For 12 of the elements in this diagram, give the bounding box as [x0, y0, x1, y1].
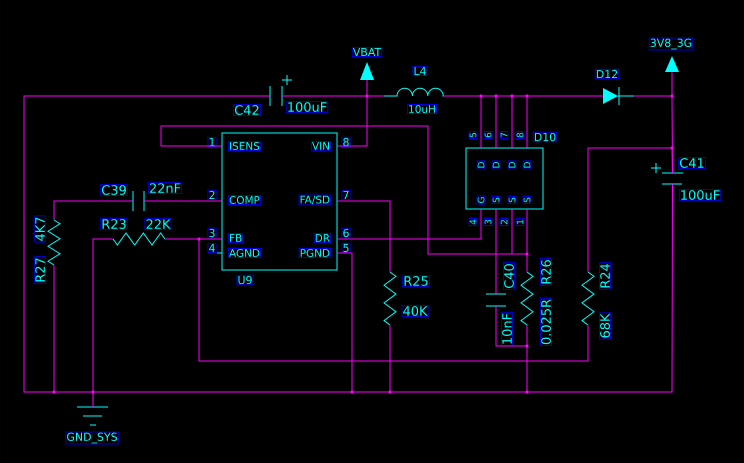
wire: [336, 208, 482, 240]
wire: [144, 200, 222, 202]
wire: [54, 200, 134, 220]
wire: [512, 96, 604, 148]
wire: [444, 96, 512, 148]
supply-terminal: 3V8_3G: [648, 38, 694, 72]
wire: [336, 200, 390, 272]
wire: [512, 208, 528, 272]
wire: [198, 238, 588, 362]
supply-terminal: VBAT: [352, 47, 382, 80]
wire: [92, 184, 673, 408]
wire: [588, 148, 673, 272]
